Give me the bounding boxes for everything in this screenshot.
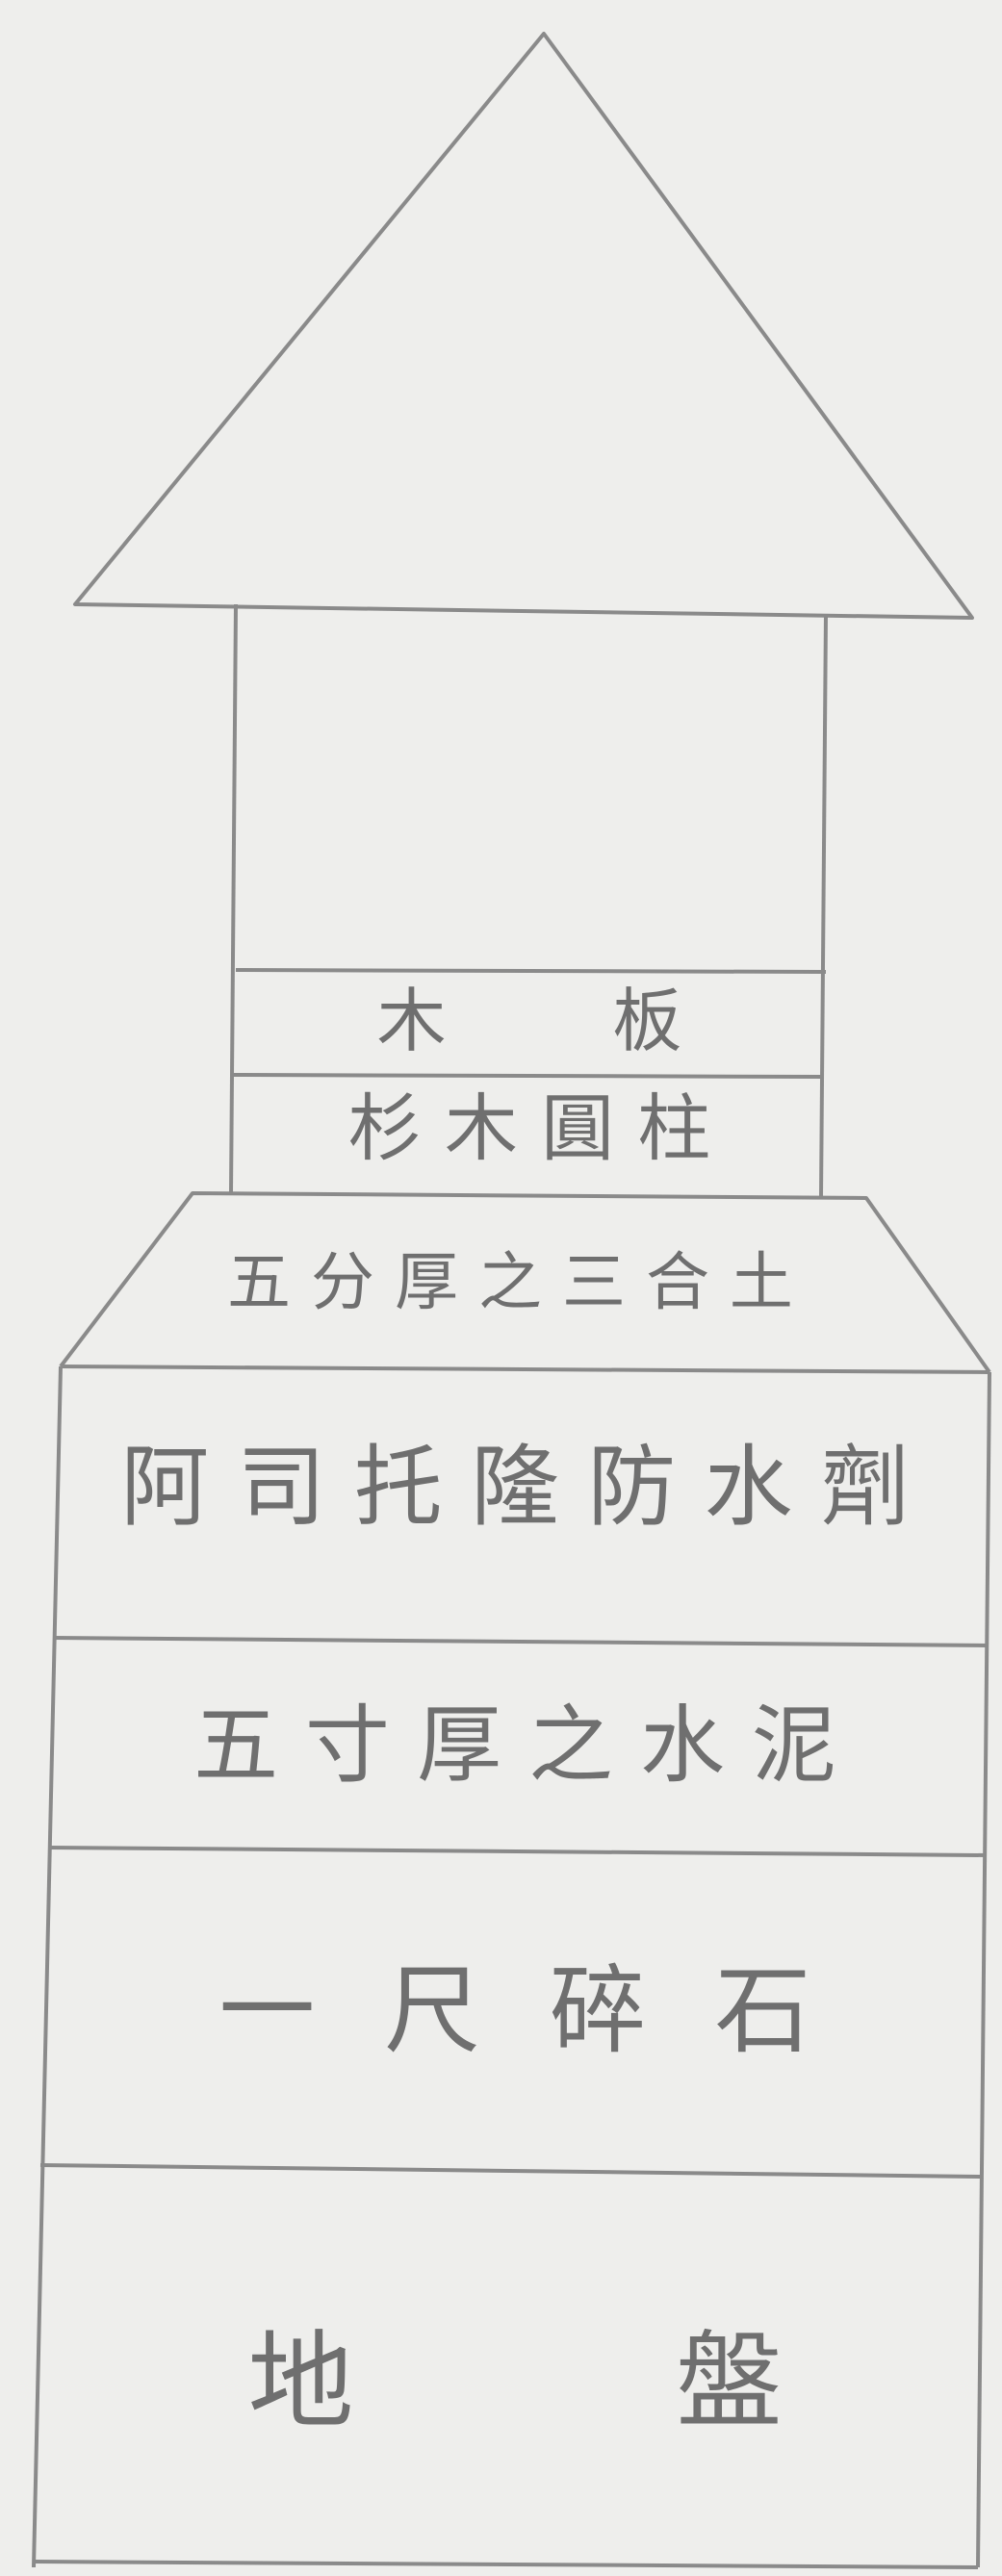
cement-bottom-line [47, 1846, 987, 1857]
roof-triangle [73, 32, 974, 620]
waterproofing-label: 阿 司 托 隆 防 水 劑 [120, 1436, 910, 1539]
post-left-edge [229, 603, 238, 1194]
foundation-left-edge [32, 1365, 63, 2568]
post-label: 杉 木 圓 柱 [347, 1085, 711, 1171]
board-bottom-line [233, 1073, 825, 1079]
rubble-bottom-line [39, 2163, 983, 2179]
foundation-right-edge [976, 1371, 991, 2568]
waterproofing-bottom-line [52, 1636, 988, 1647]
cement-label: 五 寸 厚 之 水 泥 [193, 1696, 836, 1795]
board-label: 木 板 [376, 981, 682, 1061]
rubble-label: 一 尺 碎 石 [218, 1954, 811, 2067]
post-right-edge [819, 613, 828, 1199]
lime-soil-label: 五 分 厚 之 三 合 土 [227, 1245, 793, 1319]
ground-label: 地 盤 [247, 2320, 783, 2443]
board-top-line [235, 968, 827, 974]
ground-bottom-line [33, 2560, 979, 2569]
lime-soil-outline [59, 1191, 991, 1374]
lime-soil-bottom-line [60, 1365, 990, 1374]
